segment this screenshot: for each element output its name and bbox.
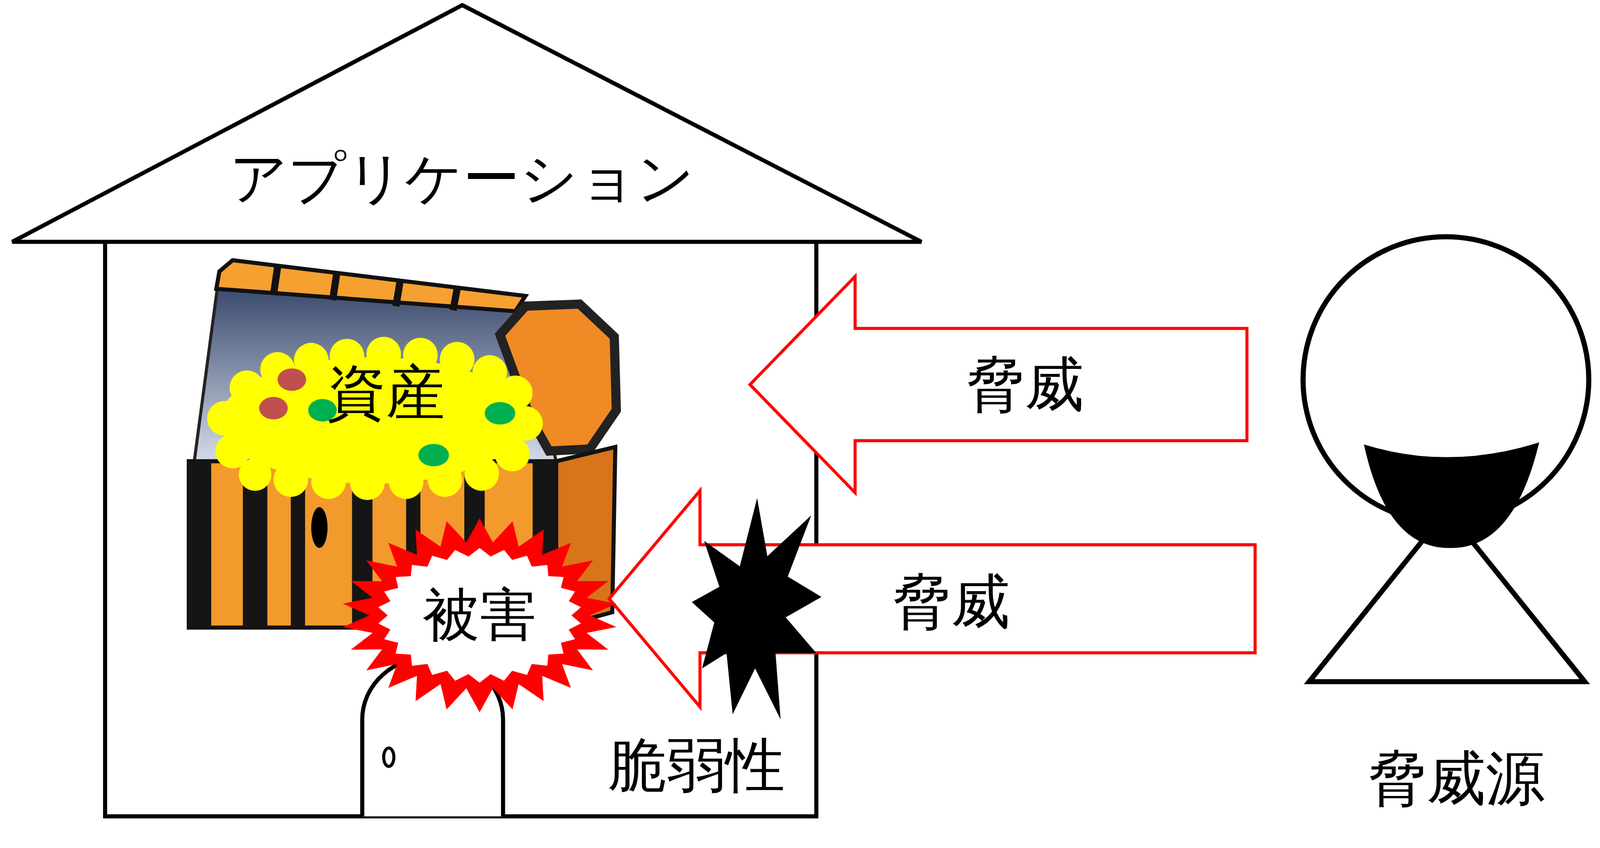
vulnerability-burst (692, 497, 822, 720)
gold-pile (427, 462, 462, 498)
house-outline (383, 748, 394, 767)
vulnerability-label: 脆弱性 (607, 734, 785, 797)
treasure-chest (311, 507, 328, 549)
threat-arrow (749, 276, 1247, 493)
gold-pile (349, 465, 385, 501)
gold-pile (311, 464, 346, 500)
gold-pile (439, 342, 475, 377)
edge-label: 脅威 (962, 353, 1087, 416)
gold-pile (472, 355, 508, 390)
damage-burst: 被害 (347, 530, 615, 705)
treasure-chest (188, 461, 211, 628)
gold-pile (484, 402, 516, 425)
gold-pile (273, 462, 308, 498)
gold-pile (207, 336, 544, 501)
edge-label: 脅威 (888, 570, 1013, 633)
application-house: アプリケーション資産被害 (12, 5, 922, 817)
treasure-chest (216, 260, 526, 312)
threat-source-person (1302, 236, 1589, 683)
node-text: 脅威源 (1367, 747, 1545, 810)
gold-pile (388, 464, 424, 500)
house-outline (105, 241, 817, 817)
treasure-chest (273, 267, 278, 295)
treasure-chest (332, 273, 337, 301)
treasure-chest (452, 288, 457, 311)
damage-burst (343, 518, 617, 713)
treasure-chest (395, 281, 400, 307)
gold-pile (259, 397, 288, 420)
vulnerability-burst (692, 497, 822, 720)
node-text: 資産 (326, 361, 446, 424)
gold-pile (277, 368, 307, 391)
gold-pile (464, 456, 499, 492)
threat-source: 脅威源 (1302, 236, 1589, 819)
gold-pile (418, 444, 449, 467)
damage-burst-outer (343, 518, 617, 713)
node-text: アプリケーション (229, 148, 695, 209)
asset-chest: 資産 (188, 267, 618, 630)
gold-pile (229, 370, 265, 406)
node-text: 被害 (422, 585, 537, 646)
house-outline (12, 5, 922, 242)
damage-burst-inner (378, 548, 581, 683)
gold-pile (238, 458, 272, 492)
gold-pile (207, 401, 242, 436)
gold-pile (494, 436, 530, 472)
threat-source-person (1365, 444, 1539, 548)
